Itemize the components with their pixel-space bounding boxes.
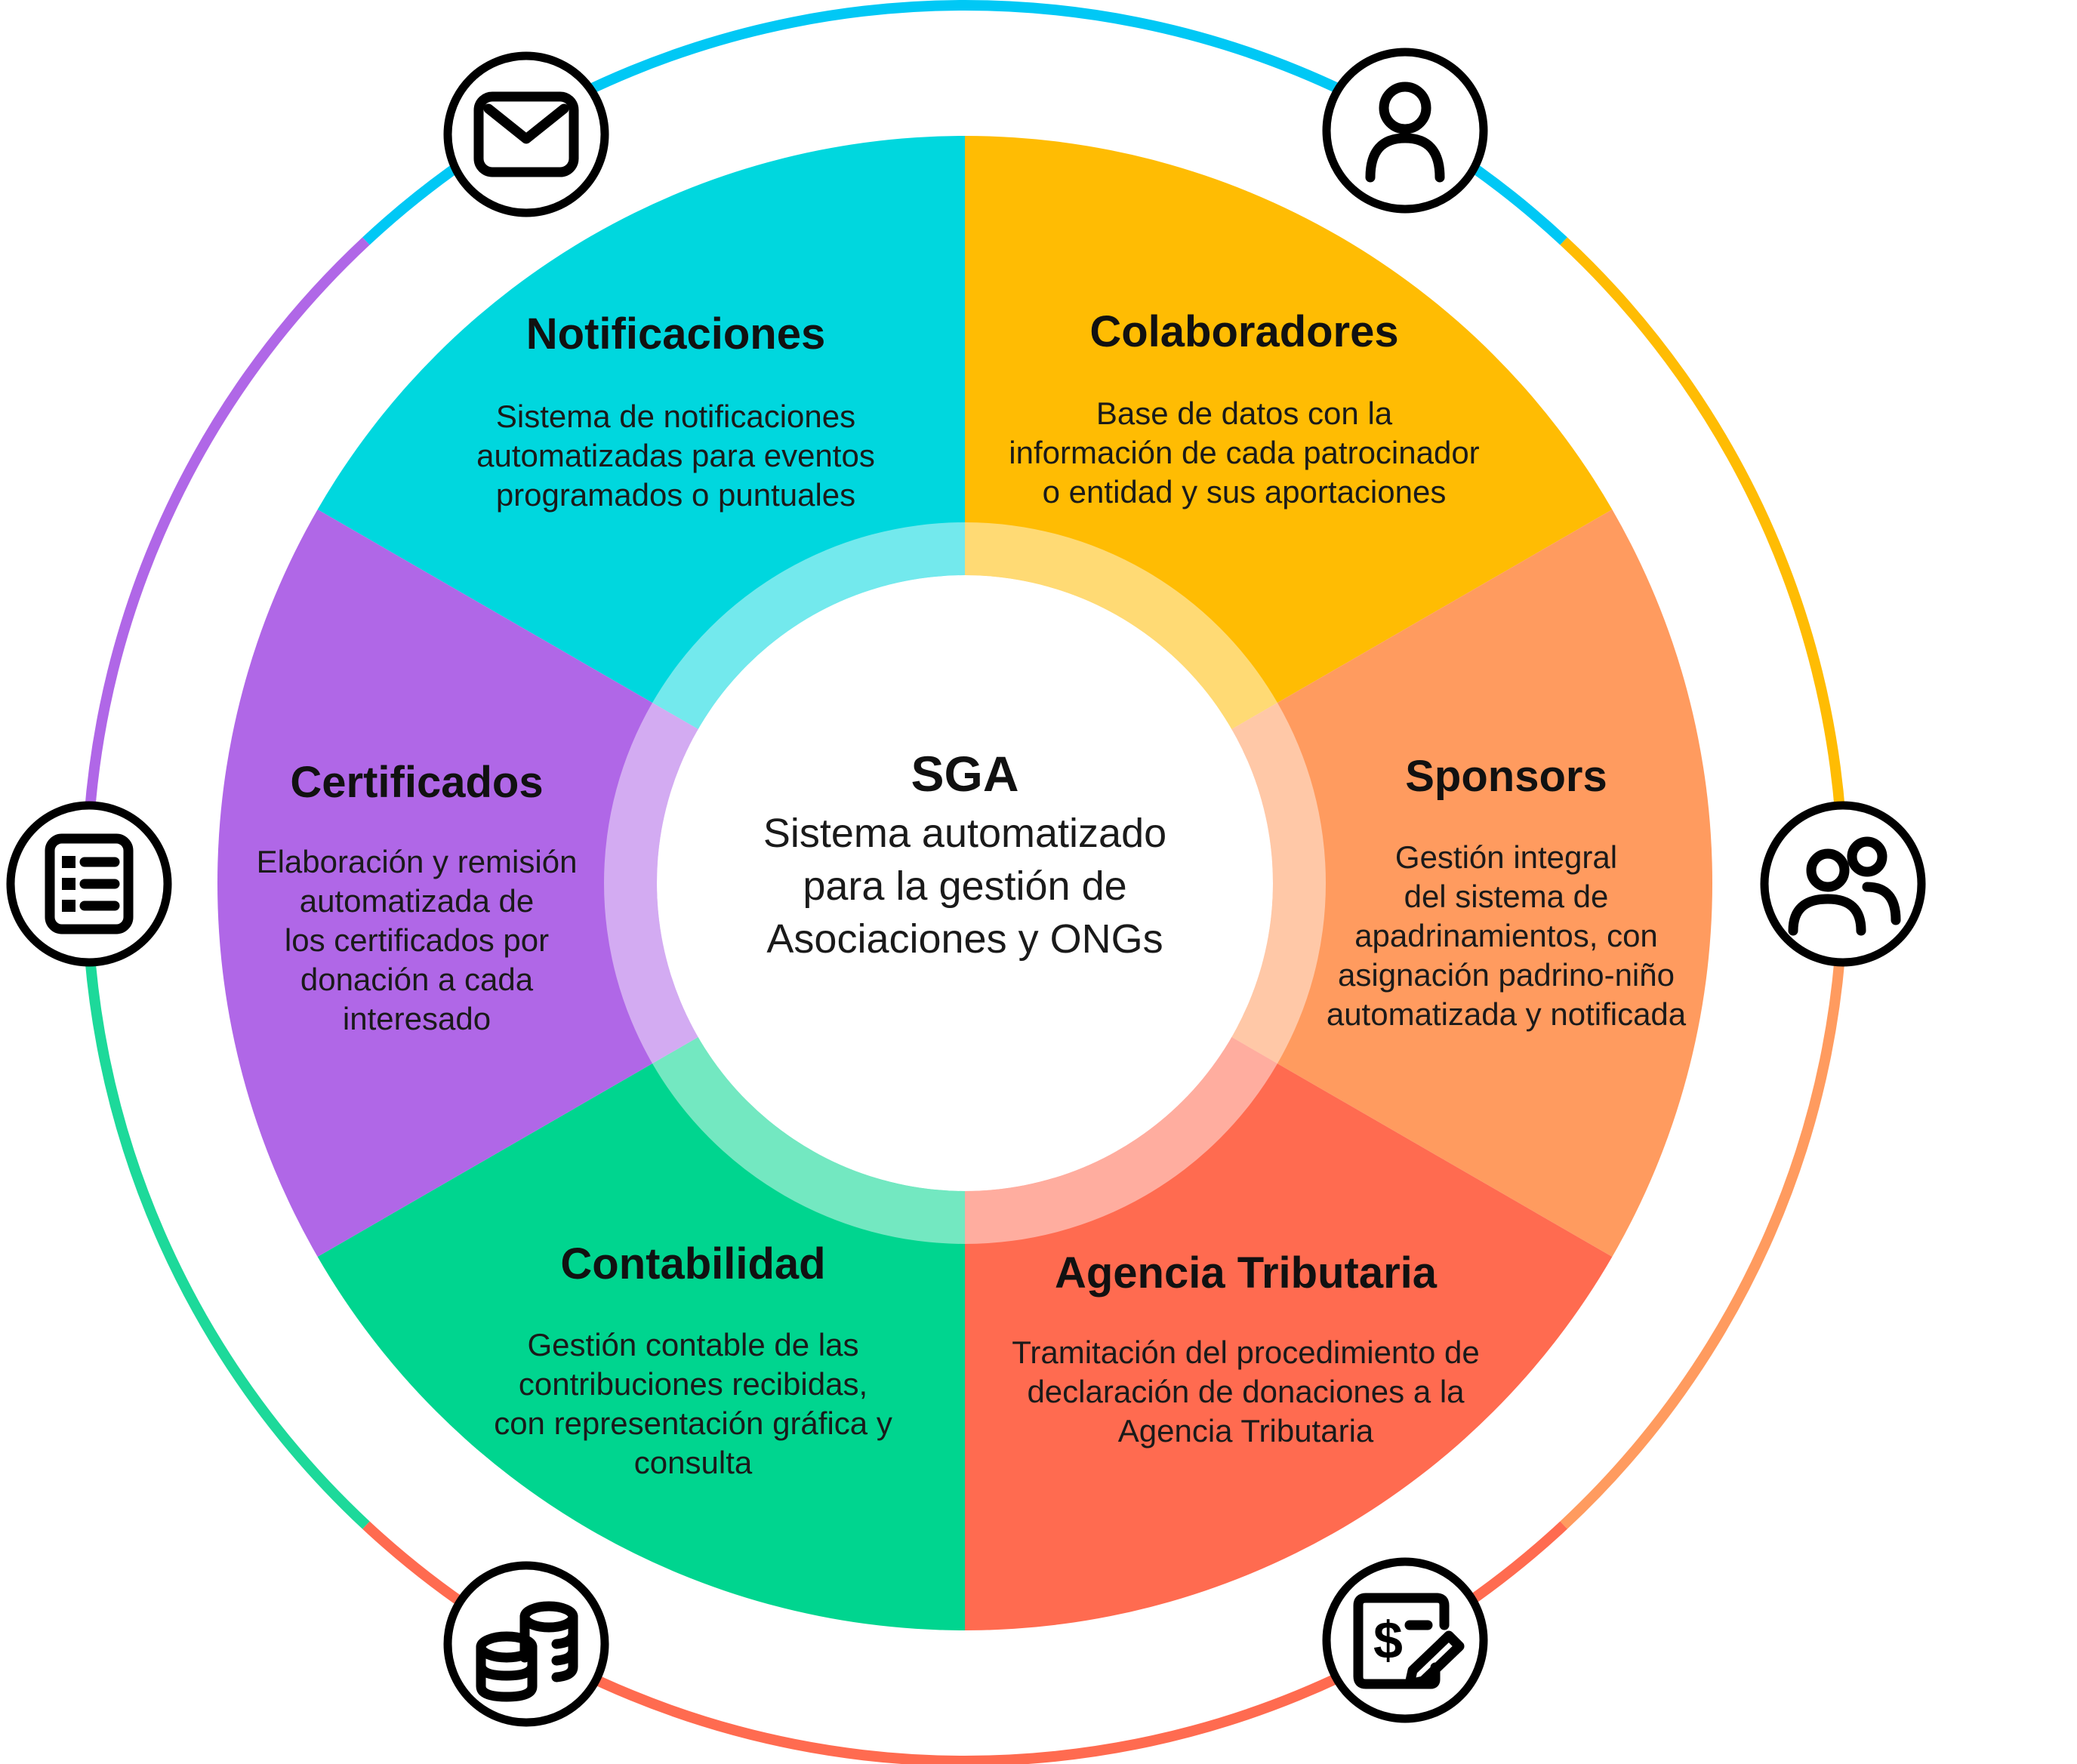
- segment-title-contabilidad: Contabilidad: [560, 1239, 825, 1288]
- badge-users: [1760, 801, 1926, 967]
- outer-ring-arc-lower-left: [82, 882, 370, 1529]
- segment-sponsors: [965, 509, 1713, 1257]
- invoice-edit-icon: $: [1353, 1593, 1465, 1689]
- segment-desc-line: o entidad y sus aportaciones: [1043, 474, 1447, 509]
- segment-desc-line: consulta: [634, 1445, 753, 1480]
- segment-title-notificaciones: Notificaciones: [526, 309, 825, 359]
- inner-ring-contabilidad: [652, 1037, 965, 1244]
- user-icon: [1365, 82, 1445, 183]
- segment-desc-line: Agencia Tributaria: [1118, 1413, 1374, 1448]
- segment-desc-line: automatizada de: [300, 883, 535, 919]
- segment-desc-line: automatizadas para eventos: [476, 438, 875, 473]
- segment-desc-line: donación a cada: [300, 962, 534, 997]
- coins-icon: [476, 1601, 578, 1702]
- segment-desc-line: programados o puntuales: [496, 477, 855, 513]
- segment-desc-line: Gestión contable de las: [528, 1327, 859, 1362]
- outer-ring-arc-upper-left: [82, 237, 370, 884]
- badge-invoice-edit: $: [1322, 1557, 1488, 1723]
- segment-desc-line: Sistema de notificaciones: [496, 399, 855, 434]
- segment-desc-line: con representación gráfica y: [494, 1405, 892, 1441]
- badge-coins: [443, 1561, 609, 1727]
- outer-ring-arc-lower-right: [1560, 882, 1848, 1529]
- segment-desc-line: los certificados por: [285, 922, 549, 958]
- segment-desc-line: Base de datos con la: [1096, 396, 1393, 431]
- envelope-icon: [473, 91, 579, 177]
- badge-envelope: [443, 51, 609, 217]
- badge-list: [6, 801, 172, 967]
- segment-desc-line: apadrinamientos, con: [1354, 918, 1658, 953]
- inner-ring: [604, 522, 1326, 1244]
- segment-certificados-text: Certificados Elaboración y remisión auto…: [257, 758, 578, 1036]
- segment-title-certificados: Certificados: [290, 758, 543, 807]
- center-line-3: Asociaciones y ONGs: [766, 916, 1163, 962]
- inner-ring-sponsors: [1231, 703, 1326, 1064]
- users-icon: [1788, 836, 1901, 936]
- segment-colaboradores-text: Colaboradores Base de datos con la infor…: [1009, 307, 1479, 509]
- segment-desc-line: Tramitación del procedimiento de: [1012, 1335, 1479, 1370]
- inner-ring-certificados: [604, 703, 698, 1064]
- segment-notificaciones-text: Notificaciones Sistema de notificaciones…: [476, 309, 875, 513]
- badge-user: [1322, 48, 1488, 214]
- segment-sponsors-text: Sponsors Gestión integral del sistema de…: [1327, 752, 1687, 1032]
- segment-title-agencia: Agencia Tributaria: [1055, 1248, 1438, 1298]
- segment-desc-line: Elaboración y remisión: [257, 844, 578, 879]
- segment-desc-line: Gestión integral: [1395, 839, 1617, 875]
- inner-ring-colaboradores: [965, 522, 1277, 729]
- segment-agencia-text: Agencia Tributaria Tramitación del proce…: [1012, 1248, 1479, 1448]
- segment-title-colaboradores: Colaboradores: [1089, 307, 1398, 356]
- list-icon: [45, 833, 134, 934]
- segment-desc-line: declaración de donaciones a la: [1027, 1374, 1465, 1409]
- inner-ring-notificaciones: [652, 522, 965, 729]
- center-title: SGA: [911, 746, 1018, 802]
- segment-desc-line: interesado: [343, 1001, 491, 1036]
- inner-ring-agencia: [965, 1037, 1277, 1244]
- segment-desc-line: automatizada y notificada: [1327, 996, 1687, 1032]
- center-disc: [657, 575, 1273, 1191]
- center-line-1: Sistema automatizado: [763, 811, 1166, 856]
- segment-desc-line: información de cada patrocinador: [1009, 435, 1479, 470]
- segment-desc-line: del sistema de: [1404, 879, 1609, 914]
- segment-contabilidad-text: Contabilidad Gestión contable de las con…: [494, 1239, 892, 1480]
- outer-ring-arc-upper-right: [1560, 237, 1848, 884]
- center-line-2: para la gestión de: [803, 864, 1126, 909]
- segment-desc-line: contribuciones recibidas,: [519, 1366, 867, 1402]
- svg-text:$: $: [1373, 1611, 1403, 1670]
- segment-desc-line: asignación padrino-niño: [1338, 957, 1675, 993]
- segment-title-sponsors: Sponsors: [1405, 752, 1607, 801]
- segment-certificados: [217, 509, 965, 1257]
